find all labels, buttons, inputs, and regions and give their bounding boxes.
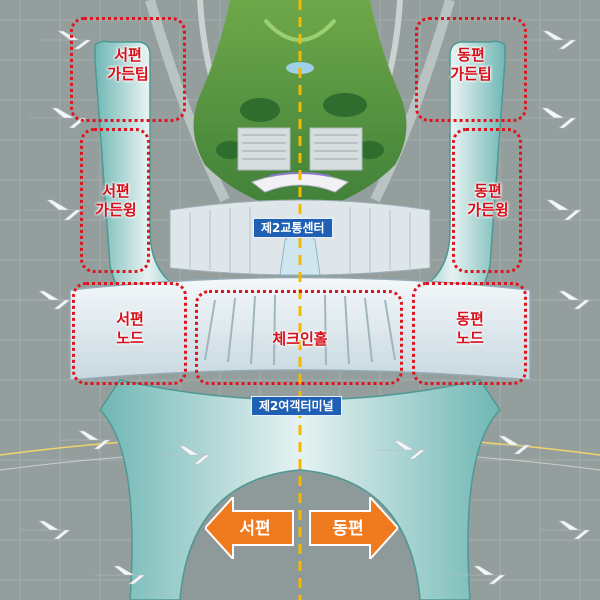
west-direction-label: 서편 <box>239 519 271 539</box>
aircraft <box>540 520 591 540</box>
east-direction-label: 동편 <box>332 519 364 539</box>
label-terminal: 제2여객터미널 <box>251 396 342 416</box>
zone-label-east-garden-top: 동편 가든팁 <box>450 46 492 83</box>
west-direction-arrow <box>205 497 294 559</box>
tree-cluster <box>216 141 244 159</box>
zone-label-east-garden-wing: 동편 가든윙 <box>467 182 509 219</box>
aircraft <box>520 107 577 129</box>
aircraft <box>480 435 531 455</box>
aircraft <box>455 565 506 585</box>
zone-checkin-hall <box>195 290 403 385</box>
parking-lot-west <box>237 127 291 171</box>
tree-cluster <box>356 141 384 159</box>
aircraft <box>25 199 82 221</box>
zone-east-node <box>412 282 527 385</box>
zone-label-west-garden-wing: 서편 가든윙 <box>95 182 137 219</box>
zone-west-node <box>72 282 187 385</box>
zone-label-west-garden-top: 서편 가든팁 <box>107 46 149 83</box>
zone-east-garden-wing <box>452 128 522 273</box>
aircraft-group <box>20 30 591 585</box>
aircraft <box>20 520 71 540</box>
zone-label-west-node: 서편 노드 <box>116 310 144 347</box>
aircraft <box>160 445 211 465</box>
roof-skylights <box>204 294 396 366</box>
aircraft <box>525 30 577 50</box>
aircraft <box>375 440 426 460</box>
tree-cluster <box>323 93 367 117</box>
aircraft <box>540 290 591 310</box>
aircraft <box>20 290 71 310</box>
zone-east-garden-top <box>415 17 527 122</box>
tree-cluster <box>240 98 280 122</box>
aircraft <box>40 30 92 50</box>
zone-west-garden-wing <box>80 128 150 273</box>
aircraft <box>525 199 582 221</box>
label-transport-center: 제2교통센터 <box>253 218 333 238</box>
inner-concourse-edge <box>179 469 421 600</box>
transport-center-grid <box>189 207 411 273</box>
aircraft <box>60 430 111 450</box>
road <box>370 0 455 203</box>
aircraft <box>95 565 146 585</box>
zone-label-east-node: 동편 노드 <box>456 310 484 347</box>
zone-west-garden-top <box>70 17 186 122</box>
road <box>145 0 230 203</box>
east-direction-arrow <box>309 497 398 559</box>
parking-lot-east <box>309 127 363 171</box>
zone-label-checkin-hall: 체크인홀 <box>272 330 328 348</box>
